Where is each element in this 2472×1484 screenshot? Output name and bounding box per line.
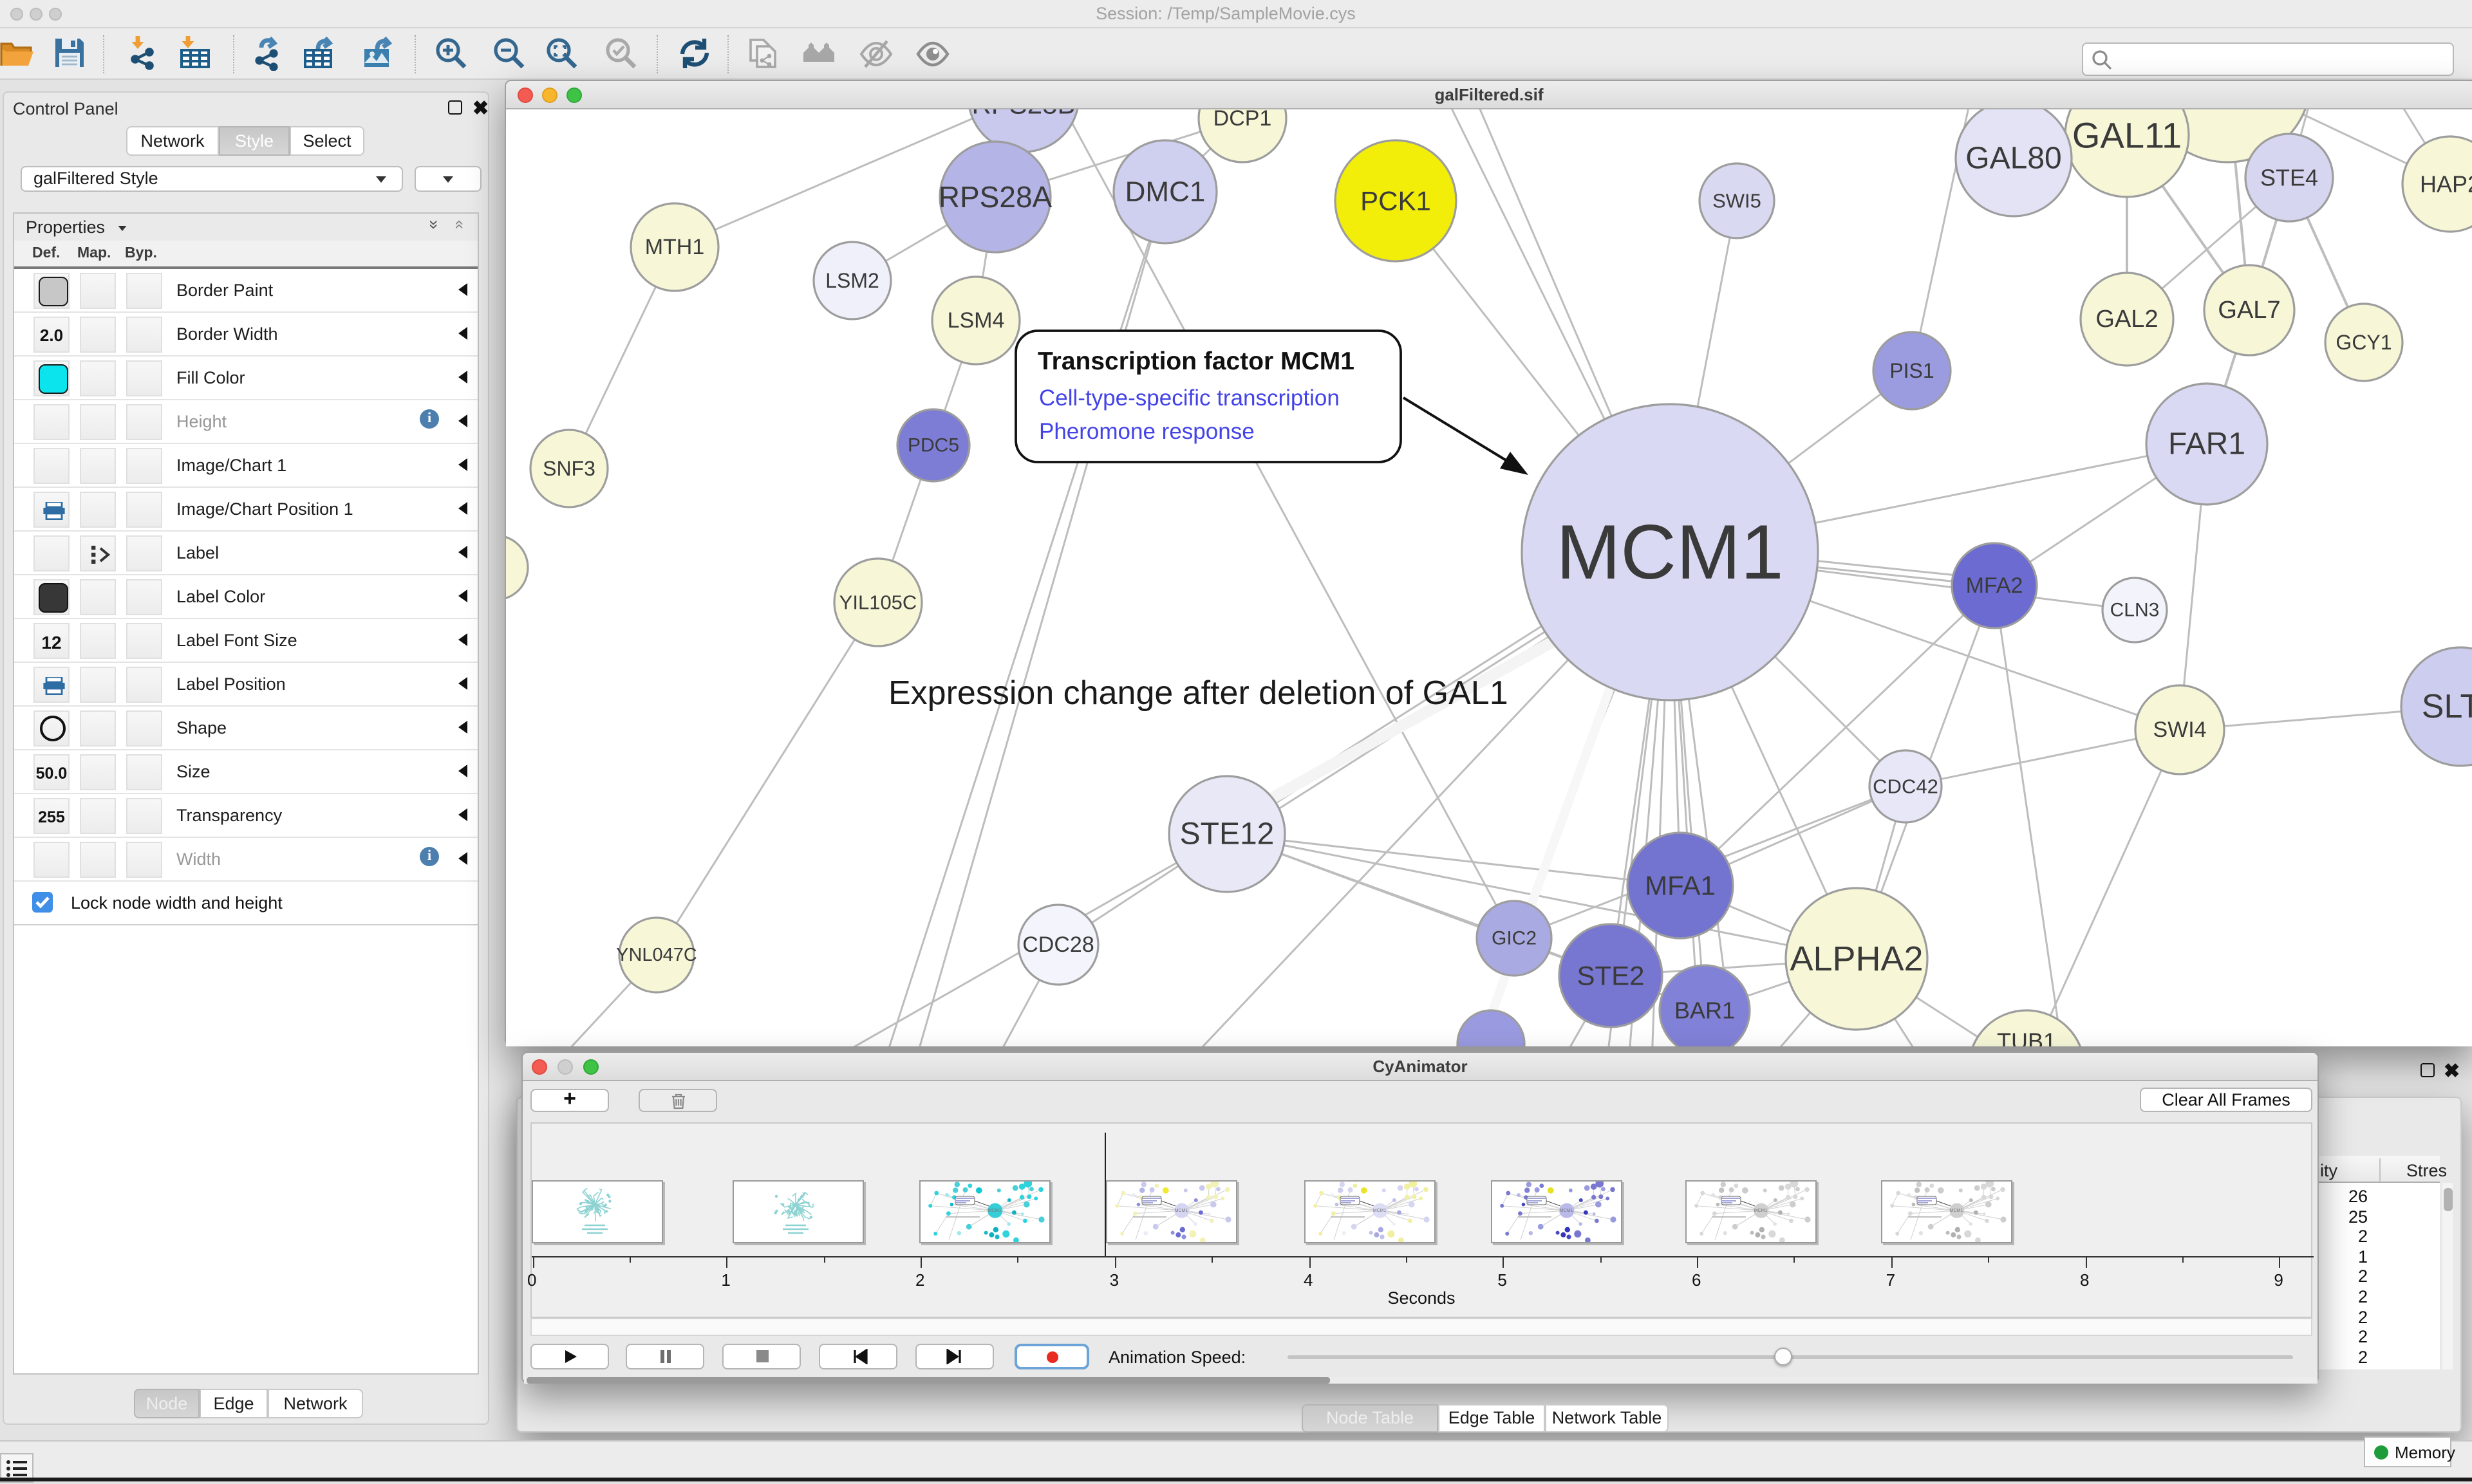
svg-text:MFA1: MFA1 — [1645, 871, 1716, 901]
svg-text:GIC2: GIC2 — [1492, 928, 1537, 949]
svg-text:STE2: STE2 — [1577, 961, 1644, 991]
svg-text:PDC5: PDC5 — [908, 435, 959, 456]
svg-text:CLN3: CLN3 — [2110, 600, 2160, 621]
svg-text:SWI4: SWI4 — [2153, 718, 2206, 742]
svg-text:PCK1: PCK1 — [1360, 186, 1431, 216]
svg-text:MCM1: MCM1 — [1754, 1209, 1768, 1213]
svg-text:GAL7: GAL7 — [2218, 297, 2280, 324]
svg-text:Transcription factor MCM1: Transcription factor MCM1 — [1038, 348, 1354, 375]
svg-text:SLT2: SLT2 — [2422, 688, 2472, 725]
svg-text:Expression change after deleti: Expression change after deletion of GAL1 — [888, 674, 1508, 712]
svg-text:GAL11: GAL11 — [2072, 115, 2182, 156]
svg-text:MFA2: MFA2 — [1966, 573, 2023, 598]
svg-text:LSM4: LSM4 — [948, 308, 1005, 333]
svg-text:YIL105C: YIL105C — [839, 591, 917, 614]
svg-text:BAR1: BAR1 — [1674, 997, 1735, 1024]
svg-text:STE12: STE12 — [1180, 817, 1275, 851]
svg-text:GAL2: GAL2 — [2095, 306, 2158, 333]
svg-text:DCP1: DCP1 — [1213, 109, 1272, 131]
svg-text:RPS28A: RPS28A — [939, 180, 1053, 214]
svg-text:MCM1: MCM1 — [1559, 1209, 1573, 1213]
svg-text:CDC42: CDC42 — [1873, 775, 1938, 798]
svg-text:HAP2: HAP2 — [2420, 171, 2472, 198]
svg-text:Pheromone response: Pheromone response — [1039, 419, 1255, 444]
svg-text:SNF3: SNF3 — [543, 457, 595, 480]
svg-text:RPS28B: RPS28B — [971, 109, 1075, 120]
svg-text:MCM1: MCM1 — [1556, 509, 1783, 595]
svg-text:PIS1: PIS1 — [1889, 359, 1934, 382]
svg-text:ALPHA2: ALPHA2 — [1790, 940, 1923, 978]
svg-text:FAR1: FAR1 — [2168, 427, 2245, 461]
svg-text:Cell-type-specific transcripti: Cell-type-specific transcription — [1039, 385, 1340, 411]
svg-text:SWI5: SWI5 — [1712, 190, 1761, 212]
svg-text:DMC1: DMC1 — [1125, 176, 1206, 208]
svg-text:MCM1: MCM1 — [1949, 1209, 1963, 1213]
svg-text:GAL80: GAL80 — [1965, 142, 2061, 176]
svg-text:CDC28: CDC28 — [1022, 932, 1094, 957]
svg-text:MTH1: MTH1 — [645, 235, 705, 259]
svg-text:GCY1: GCY1 — [2336, 331, 2392, 354]
svg-text:YNL047C: YNL047C — [616, 945, 697, 965]
svg-text:TUB1: TUB1 — [1997, 1028, 2056, 1047]
svg-text:MCM1: MCM1 — [1175, 1209, 1188, 1213]
svg-text:MCM1: MCM1 — [988, 1209, 1002, 1213]
svg-text:STE4: STE4 — [2260, 165, 2318, 191]
svg-text:LSM2: LSM2 — [825, 269, 879, 292]
svg-text:MCM1: MCM1 — [1372, 1209, 1386, 1213]
